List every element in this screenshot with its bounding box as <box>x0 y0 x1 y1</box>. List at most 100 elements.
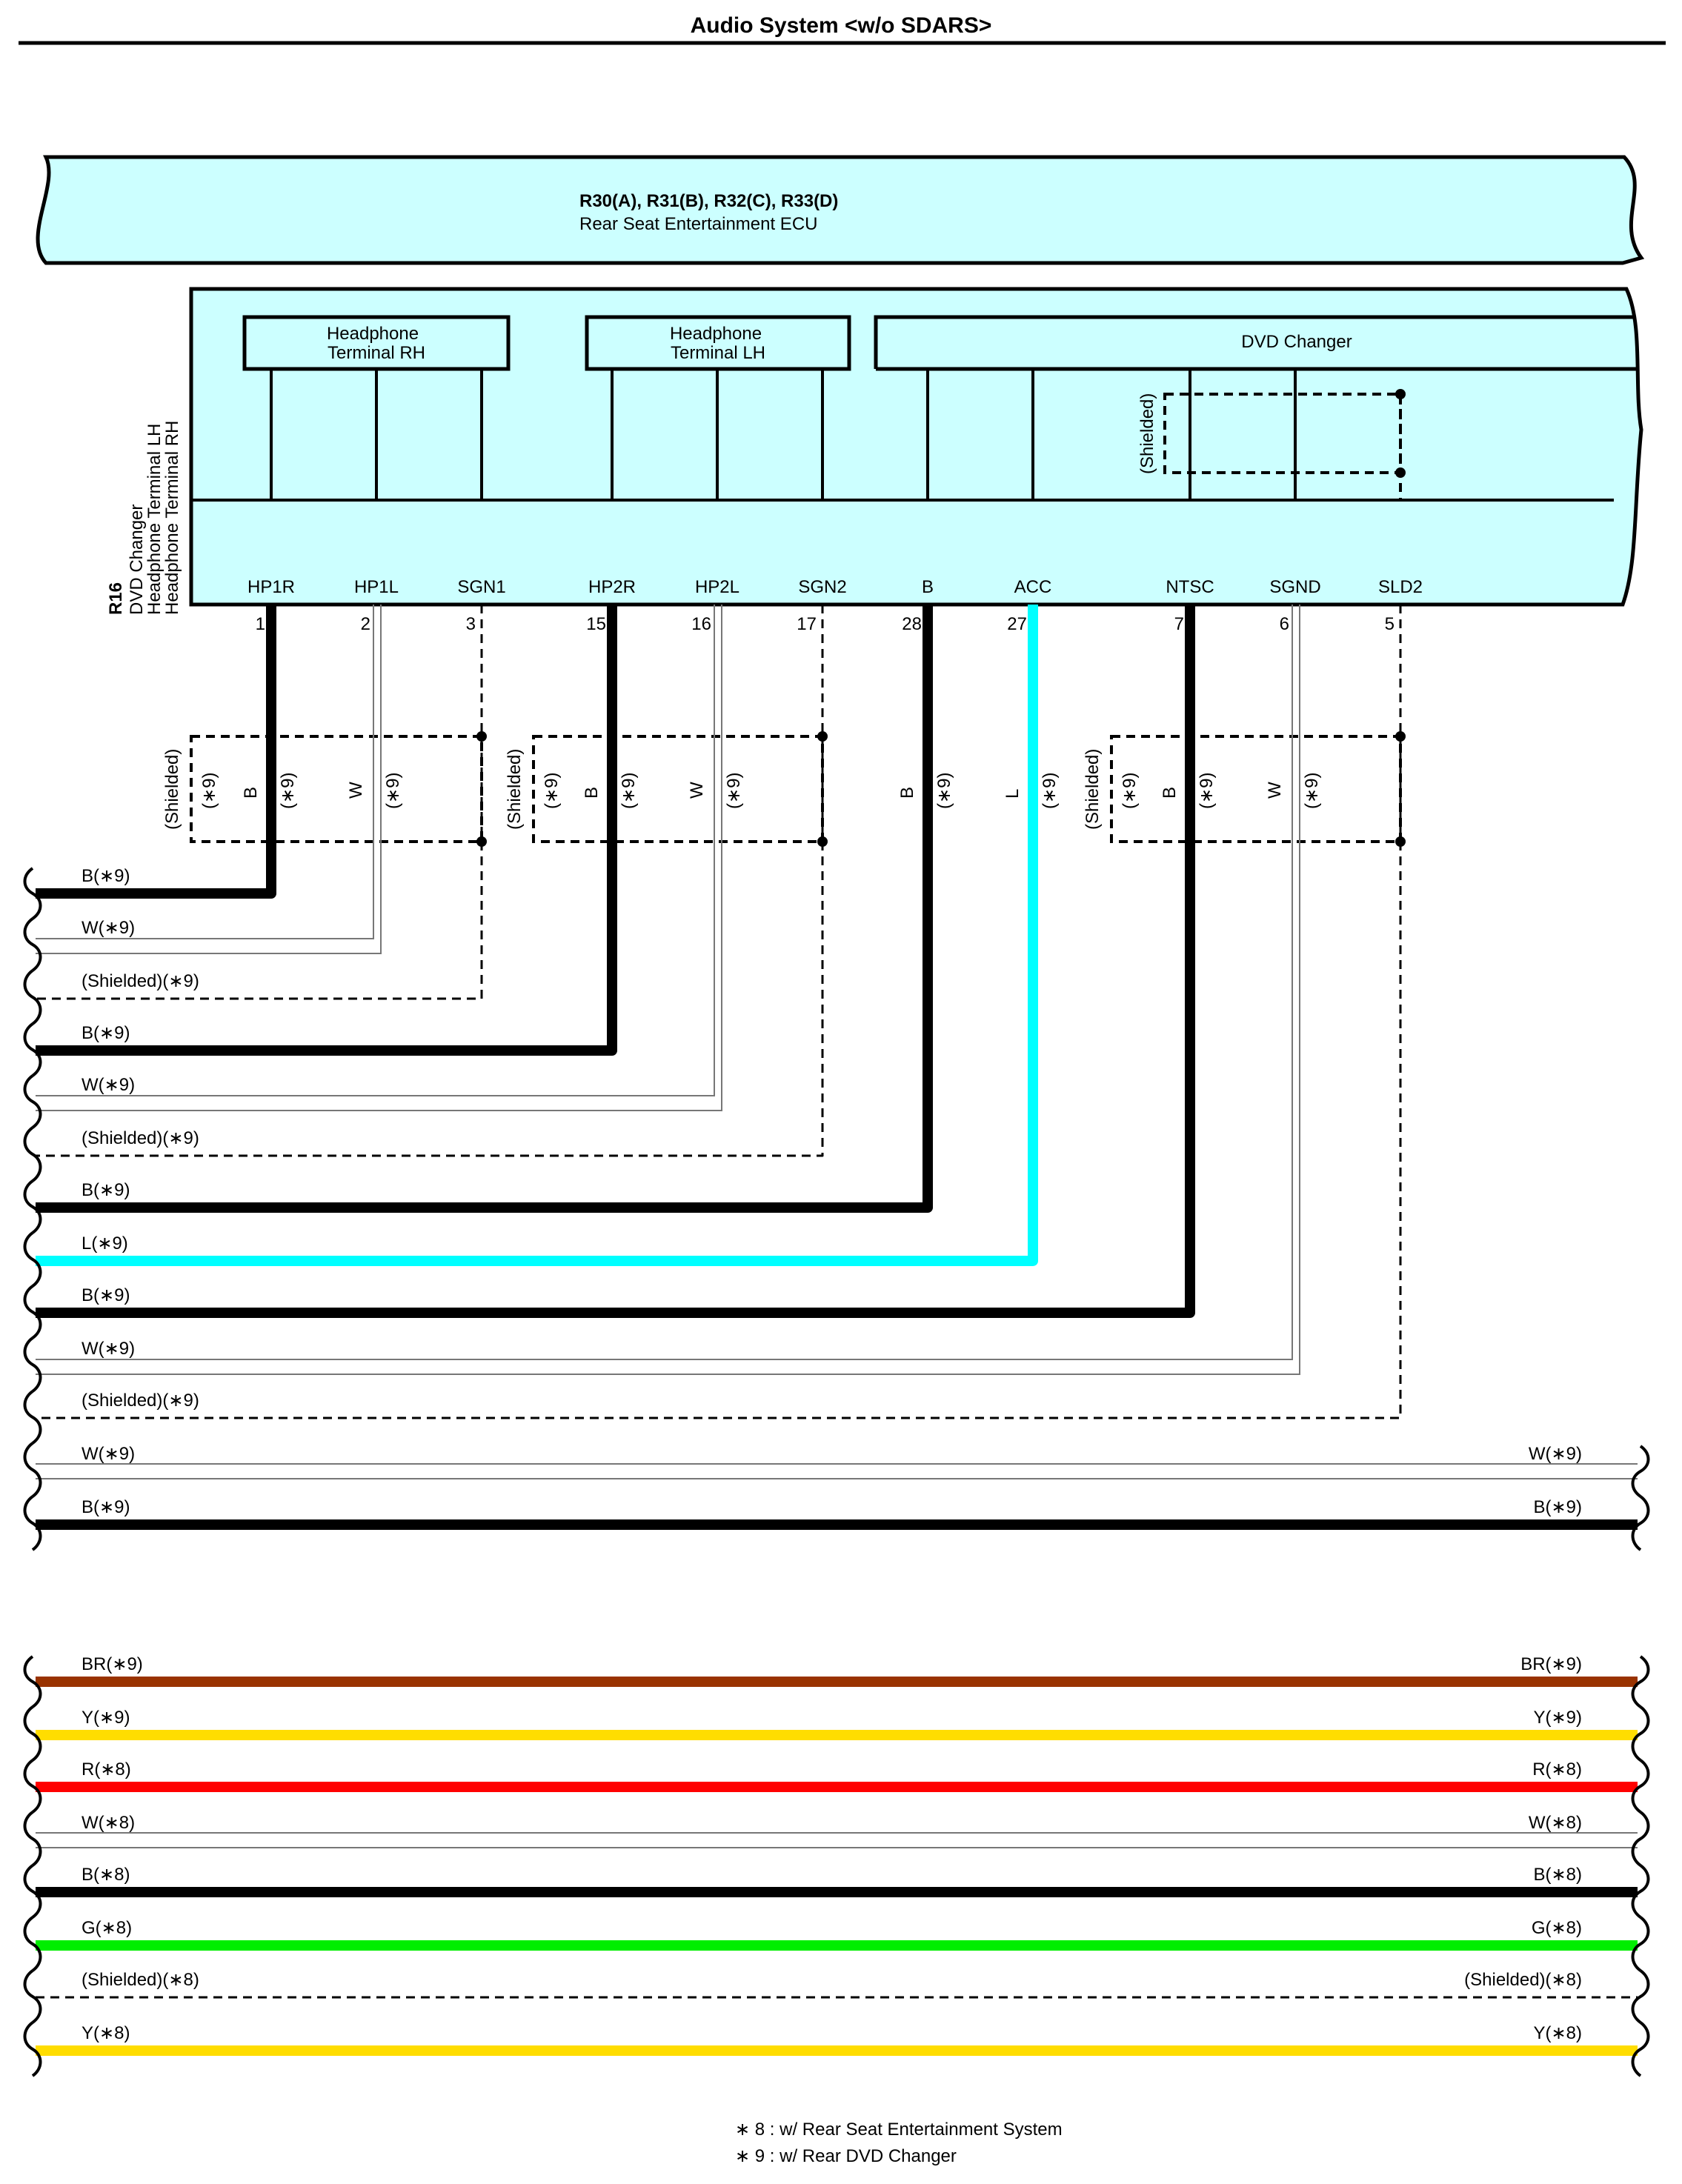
brace-layer <box>23 867 1650 2077</box>
wire-shield <box>36 605 483 1000</box>
pin-number: 17 <box>797 614 817 634</box>
wire-label-left: B(∗9) <box>82 1497 130 1517</box>
wire-label: (Shielded)(∗9) <box>82 1128 199 1148</box>
shield-dot <box>1395 731 1406 742</box>
wire-label-left: Y(∗8) <box>82 2023 130 2043</box>
shield-dot <box>817 731 828 742</box>
wire-brace <box>23 917 42 972</box>
wire-brace <box>23 1390 42 1445</box>
wire-brace <box>23 867 42 920</box>
wire-label-left: B(∗8) <box>82 1865 130 1885</box>
wire-color-label: B <box>1160 787 1180 799</box>
wire-color-label: L <box>1003 789 1023 799</box>
ecu-banner <box>36 155 1645 265</box>
option-label: (∗9) <box>383 773 403 809</box>
wire-white <box>36 605 1300 1375</box>
wire-brace <box>1631 1969 1650 2024</box>
option-label: (∗9) <box>934 773 954 809</box>
wire-label-left: Y(∗9) <box>82 1708 130 1728</box>
connector-code: R16 <box>106 582 126 615</box>
wire-layer <box>36 605 1638 2056</box>
wire-label: B(∗9) <box>82 1023 130 1043</box>
page-title: Audio System <w/o SDARS> <box>691 13 992 38</box>
wire-label: W(∗9) <box>82 918 135 938</box>
headphone-lh-line1: Headphone <box>670 324 762 344</box>
wire-blue <box>36 605 1038 1266</box>
wire-label: B(∗9) <box>82 1180 130 1200</box>
pin-number: 5 <box>1385 614 1395 634</box>
pin-name: SGN1 <box>457 577 505 597</box>
wire-shield <box>36 605 824 1157</box>
wire-label: (Shielded)(∗9) <box>82 1391 199 1411</box>
wire-brace <box>1631 1864 1650 1919</box>
pin-name: ACC <box>1014 577 1052 597</box>
headphone-lh-box <box>585 315 851 371</box>
connector-label: R16 DVD Changer Headphone Terminal LH He… <box>106 421 182 615</box>
pin-number: 15 <box>586 614 606 634</box>
dvd-changer-box <box>874 315 1638 371</box>
wire-brace <box>23 1705 42 1762</box>
wire-brace <box>23 1969 42 2024</box>
wire-brace <box>23 1285 42 1339</box>
wire-black <box>36 605 1195 1318</box>
wire-label-right: R(∗8) <box>1532 1759 1582 1780</box>
wire-brace <box>1631 1495 1650 1551</box>
wire-brace <box>23 1231 42 1288</box>
wire-label-layer: B(∗9)W(∗9)B(∗9)W(∗9)B(∗9)L(∗9)B(∗9)W(∗9)… <box>82 773 1582 2043</box>
wire-label-left: (Shielded)(∗8) <box>82 1970 199 1990</box>
wire-brace <box>23 1864 42 1919</box>
option-label: (∗9) <box>724 773 744 809</box>
wire-color-label: W <box>346 782 366 799</box>
dvd-internal-shield-label: (Shielded) <box>1137 393 1157 474</box>
wire-label-left: G(∗8) <box>82 1918 132 1938</box>
wire-black <box>36 605 617 1056</box>
wire-label-right: Y(∗8) <box>1534 2023 1582 2043</box>
wire-white <box>36 605 382 954</box>
wire-brace <box>23 1759 42 1814</box>
wire-white <box>36 605 374 939</box>
pin-name: HP1L <box>354 577 399 597</box>
headphone-rh-line1: Headphone <box>327 324 419 344</box>
wire-label-left: W(∗9) <box>82 1444 135 1464</box>
wire-brace <box>23 1126 42 1182</box>
pin-number: 2 <box>361 614 370 634</box>
wire-color-label: B <box>897 787 917 799</box>
pin-number: 1 <box>256 614 265 634</box>
wire-brace <box>23 1179 42 1234</box>
headphone-lh-line2: Terminal LH <box>671 343 765 363</box>
dvd-changer-label: DVD Changer <box>1241 332 1352 352</box>
note-9: ∗ 9 : w/ Rear DVD Changer <box>735 2146 957 2166</box>
wire-label-right: W(∗8) <box>1529 1813 1582 1833</box>
wire-white <box>36 605 715 1096</box>
wire-label: (Shielded)(∗9) <box>82 971 199 991</box>
wire-label: W(∗9) <box>82 1339 135 1359</box>
wire-brace <box>1631 1445 1650 1498</box>
connector-name-hp-rh: Headphone Terminal RH <box>162 421 182 615</box>
wire-label: W(∗9) <box>82 1075 135 1095</box>
wire-brace <box>23 1336 42 1393</box>
option-label: (∗9) <box>619 773 639 809</box>
option-label: (∗9) <box>199 773 219 809</box>
shield-group <box>1110 735 1402 843</box>
headphone-rh-box <box>242 315 511 371</box>
wire-black <box>36 605 276 899</box>
wire-label: B(∗9) <box>82 866 130 886</box>
wire-label-right: W(∗9) <box>1529 1444 1582 1464</box>
option-label: (∗9) <box>1120 773 1140 809</box>
wire-label-right: G(∗8) <box>1532 1918 1582 1938</box>
wire-label-left: BR(∗9) <box>82 1654 143 1674</box>
note-8: ∗ 8 : w/ Rear Seat Entertainment System <box>735 2120 1063 2140</box>
wire-brace <box>23 2021 42 2077</box>
wire-color-label: B <box>241 787 261 799</box>
wire-brace <box>1631 1759 1650 1814</box>
wire-shield <box>36 605 1402 1419</box>
wire-color-label: W <box>1265 782 1285 799</box>
pin-name: B <box>922 577 934 597</box>
pin-number: 3 <box>466 614 476 634</box>
wire-label: B(∗9) <box>82 1285 130 1305</box>
wire-white <box>36 605 722 1111</box>
connector-name-dvd: DVD Changer <box>127 505 147 615</box>
shield-group <box>190 735 483 843</box>
wire-brace <box>1631 2021 1650 2077</box>
